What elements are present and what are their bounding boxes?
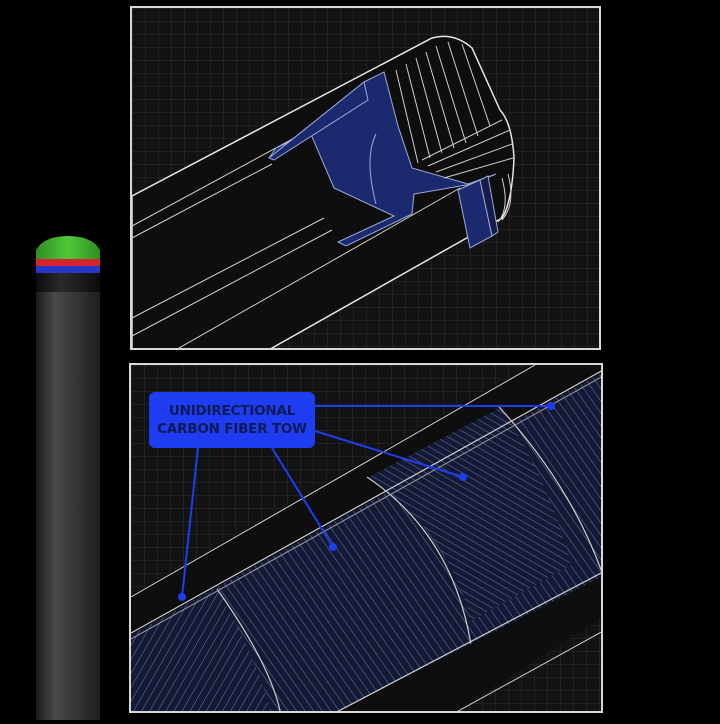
callout-label: UNIDIRECTIONAL CARBON FIBER TOW (149, 392, 315, 448)
callout-line1: UNIDIRECTIONAL (168, 403, 296, 419)
diagram-panel-ferrule (130, 6, 601, 350)
callout-line2: CARBON FIBER TOW (157, 421, 307, 437)
cue-shaft-graphic (36, 236, 100, 720)
diagram-panel-carbon-fiber: UNIDIRECTIONAL CARBON FIBER TOW (129, 363, 603, 713)
cue-shaft-image (34, 232, 104, 720)
